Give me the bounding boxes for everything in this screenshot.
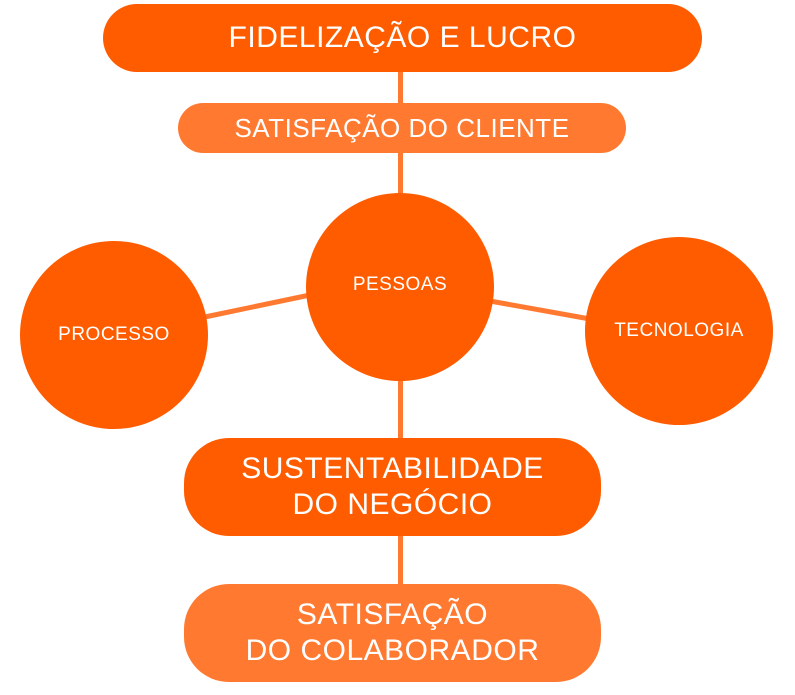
node-sustentabilidade-negocio: SUSTENTABILIDADE DO NEGÓCIO [184,438,601,536]
node-label: PESSOAS [352,274,448,295]
node-pessoas: PESSOAS [306,193,494,381]
node-label: SATISFAÇÃO DO CLIENTE [234,112,570,143]
node-tecnologia: TECNOLOGIA [585,237,773,425]
node-satisfacao-cliente: SATISFAÇÃO DO CLIENTE [178,103,626,153]
connector-people-technology [489,298,591,322]
node-fidelizacao-lucro: FIDELIZAÇÃO E LUCRO [103,4,702,72]
node-label-line2: DO COLABORADOR [245,634,540,667]
connector-process-people [199,292,311,321]
node-label-line1: SUSTENTABILIDADE [241,452,544,485]
node-processo: PROCESSO [20,241,208,429]
node-label-line1: SATISFAÇÃO [296,598,489,631]
node-label: TECNOLOGIA [614,320,744,341]
node-label-line2: DO NEGÓCIO [292,488,493,521]
node-label: PROCESSO [58,324,170,345]
node-satisfacao-colaborador: SATISFAÇÃO DO COLABORADOR [184,584,601,682]
node-label: FIDELIZAÇÃO E LUCRO [228,21,577,54]
